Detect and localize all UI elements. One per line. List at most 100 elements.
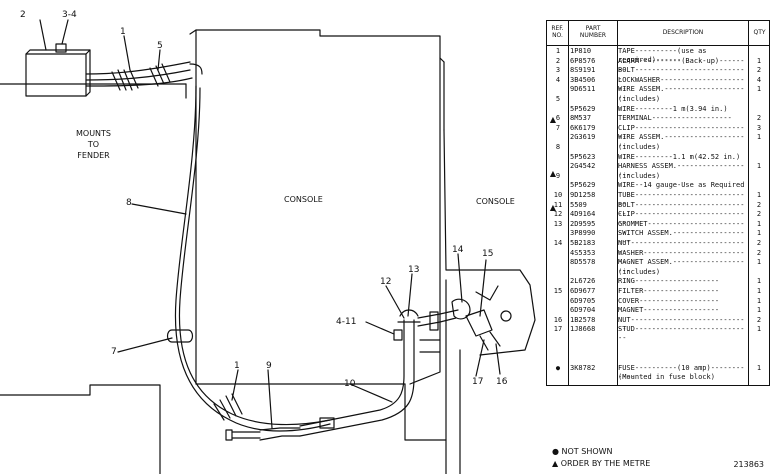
row-qty: 1 xyxy=(756,133,762,142)
row-description: TUBE---------------------------- xyxy=(618,191,745,208)
row-qty: 1 xyxy=(756,191,762,199)
row-description: HARNESS ASSEM.------------------- xyxy=(618,162,745,180)
row-part-number: 6K6179 xyxy=(570,123,596,132)
parts-table: REF. NO. PART NUMBER DESCRIPTION QTY 1 1P… xyxy=(546,20,770,386)
row-ref: 15 xyxy=(553,287,563,295)
row-ref: 10 xyxy=(553,191,563,199)
row-qty: 1 xyxy=(756,277,762,286)
metre-marker-2: ▲ xyxy=(549,169,557,178)
row-qty: 2 xyxy=(756,200,762,209)
row-ref: 14 xyxy=(553,239,563,247)
row-part-number: 5P5629 xyxy=(570,104,596,113)
callout-15: 15 xyxy=(482,249,494,259)
row-ref: 6 xyxy=(555,114,561,123)
row-description: NUT----------------------------- xyxy=(618,239,745,256)
row-description: WIRE---------1.1 m(42.52 in.) xyxy=(618,152,741,161)
callout-17: 17 xyxy=(472,377,484,387)
table-row: 2L6726 RING--------------------1 xyxy=(547,277,771,286)
callout-16: 16 xyxy=(496,377,508,387)
row-description: LOCKWASHER---------------------- xyxy=(618,75,745,93)
row-part-number: 2G4542 xyxy=(570,162,596,171)
row-part-number: 8D5578 xyxy=(570,258,596,267)
row-description: BOLT---------------------------- xyxy=(618,200,745,218)
row-ref: 16 xyxy=(553,315,563,324)
row-ref: 17 xyxy=(553,325,563,334)
row-description: (includes) xyxy=(618,143,661,151)
notes: ● NOT SHOWN ▲ ORDER BY THE METRE xyxy=(552,446,650,470)
row-part-number: 4S5353 xyxy=(570,248,596,257)
callout-13: 13 xyxy=(408,265,420,275)
row-part-number: 3K8782 xyxy=(570,363,596,372)
row-description: WIRE ASSEM.--------------------- xyxy=(618,85,745,103)
row-ref: 9 xyxy=(555,171,561,180)
row-qty: 1 xyxy=(756,363,762,372)
row-description: MAGNET ASSEM.-------------------- xyxy=(618,258,745,276)
callout-1-bottom: 1 xyxy=(234,361,240,371)
table-row xyxy=(547,345,771,354)
table-row: 9 (includes) xyxy=(547,172,771,181)
row-ref: 4 xyxy=(555,75,561,84)
row-qty: 3 xyxy=(756,123,762,132)
row-ref: 12 xyxy=(553,210,563,219)
row-description: BOLT--------------------------- xyxy=(618,66,745,84)
table-header: REF. NO. PART NUMBER DESCRIPTION QTY xyxy=(547,21,769,46)
table-row: 6D9705 COVER-------------------1 xyxy=(547,297,771,306)
row-description: WIRE--14 gauge-Use as Required xyxy=(618,181,745,190)
header-description: DESCRIPTION xyxy=(662,29,704,36)
row-qty: 1 xyxy=(756,287,762,295)
row-description: (includes) xyxy=(618,267,661,276)
row-description: FUSE----------(10 amp)------------ xyxy=(618,363,745,381)
row-qty: 1 xyxy=(756,296,762,305)
row-part-number: 9D6511 xyxy=(570,85,596,94)
callout-2: 2 xyxy=(20,10,26,20)
row-part-number: 5P5629 xyxy=(570,181,596,190)
row-ref: 5 xyxy=(555,95,561,103)
table-row: 5P5629 WIRE---------1 m(3.94 in.) xyxy=(547,105,771,114)
row-qty: 2 xyxy=(756,248,762,257)
row-part-number: 1P810 xyxy=(570,47,592,55)
row-qty: 1 xyxy=(756,56,762,65)
row-ref: 13 xyxy=(553,219,563,228)
row-part-number: 5P5623 xyxy=(570,152,596,161)
callout-9: 9 xyxy=(266,361,272,371)
callout-10: 10 xyxy=(344,379,356,389)
header-qty: QTY xyxy=(753,29,766,36)
row-qty: 1 xyxy=(756,162,762,171)
row-part-number: 2G3619 xyxy=(570,133,596,142)
row-ref: ● xyxy=(555,363,561,372)
row-ref: 1 xyxy=(555,47,561,55)
row-description: (includes) xyxy=(618,95,661,103)
callout-4-11: 4-11 xyxy=(336,317,357,327)
row-description: CLIP---------------------------- xyxy=(618,123,745,141)
row-description: COVER------------------- xyxy=(618,296,720,305)
metre-marker-3: ▲ xyxy=(549,203,557,212)
row-part-number: 1B2578 xyxy=(570,315,596,324)
row-qty: 1 xyxy=(756,229,762,238)
row-part-number: 2L6726 xyxy=(570,277,596,286)
row-description: STUD---------------------------- xyxy=(618,325,745,343)
callout-8: 8 xyxy=(126,198,132,208)
drawing-number: 213863 xyxy=(733,460,764,469)
row-qty: 2 xyxy=(756,239,762,247)
table-row xyxy=(547,335,771,344)
table-row: 5 (includes) xyxy=(547,95,771,104)
table-row xyxy=(547,354,771,363)
row-part-number: 6D9704 xyxy=(570,306,596,315)
table-row: (includes) xyxy=(547,268,771,277)
row-qty: 1 xyxy=(756,219,762,228)
row-part-number: 5B2183 xyxy=(570,239,596,247)
row-qty: 2 xyxy=(756,114,762,123)
row-part-number: 2D9595 xyxy=(570,219,596,228)
row-part-number: 3B4506 xyxy=(570,75,596,84)
